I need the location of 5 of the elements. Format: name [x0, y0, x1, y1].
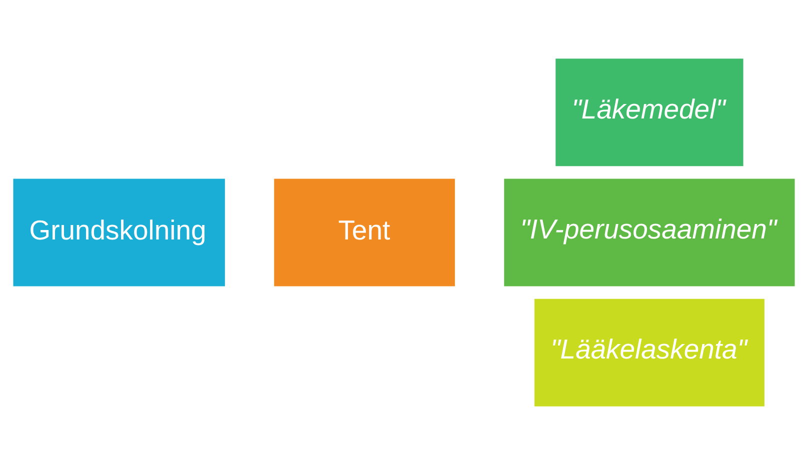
node-box: Tent [274, 178, 455, 286]
node-box: "IV-perusosaaminen" [504, 178, 795, 286]
node-box: "Lääkelaskenta" [534, 298, 764, 406]
node-box: "Läkemedel" [556, 58, 744, 166]
node-box: Grundskolning [13, 178, 225, 286]
